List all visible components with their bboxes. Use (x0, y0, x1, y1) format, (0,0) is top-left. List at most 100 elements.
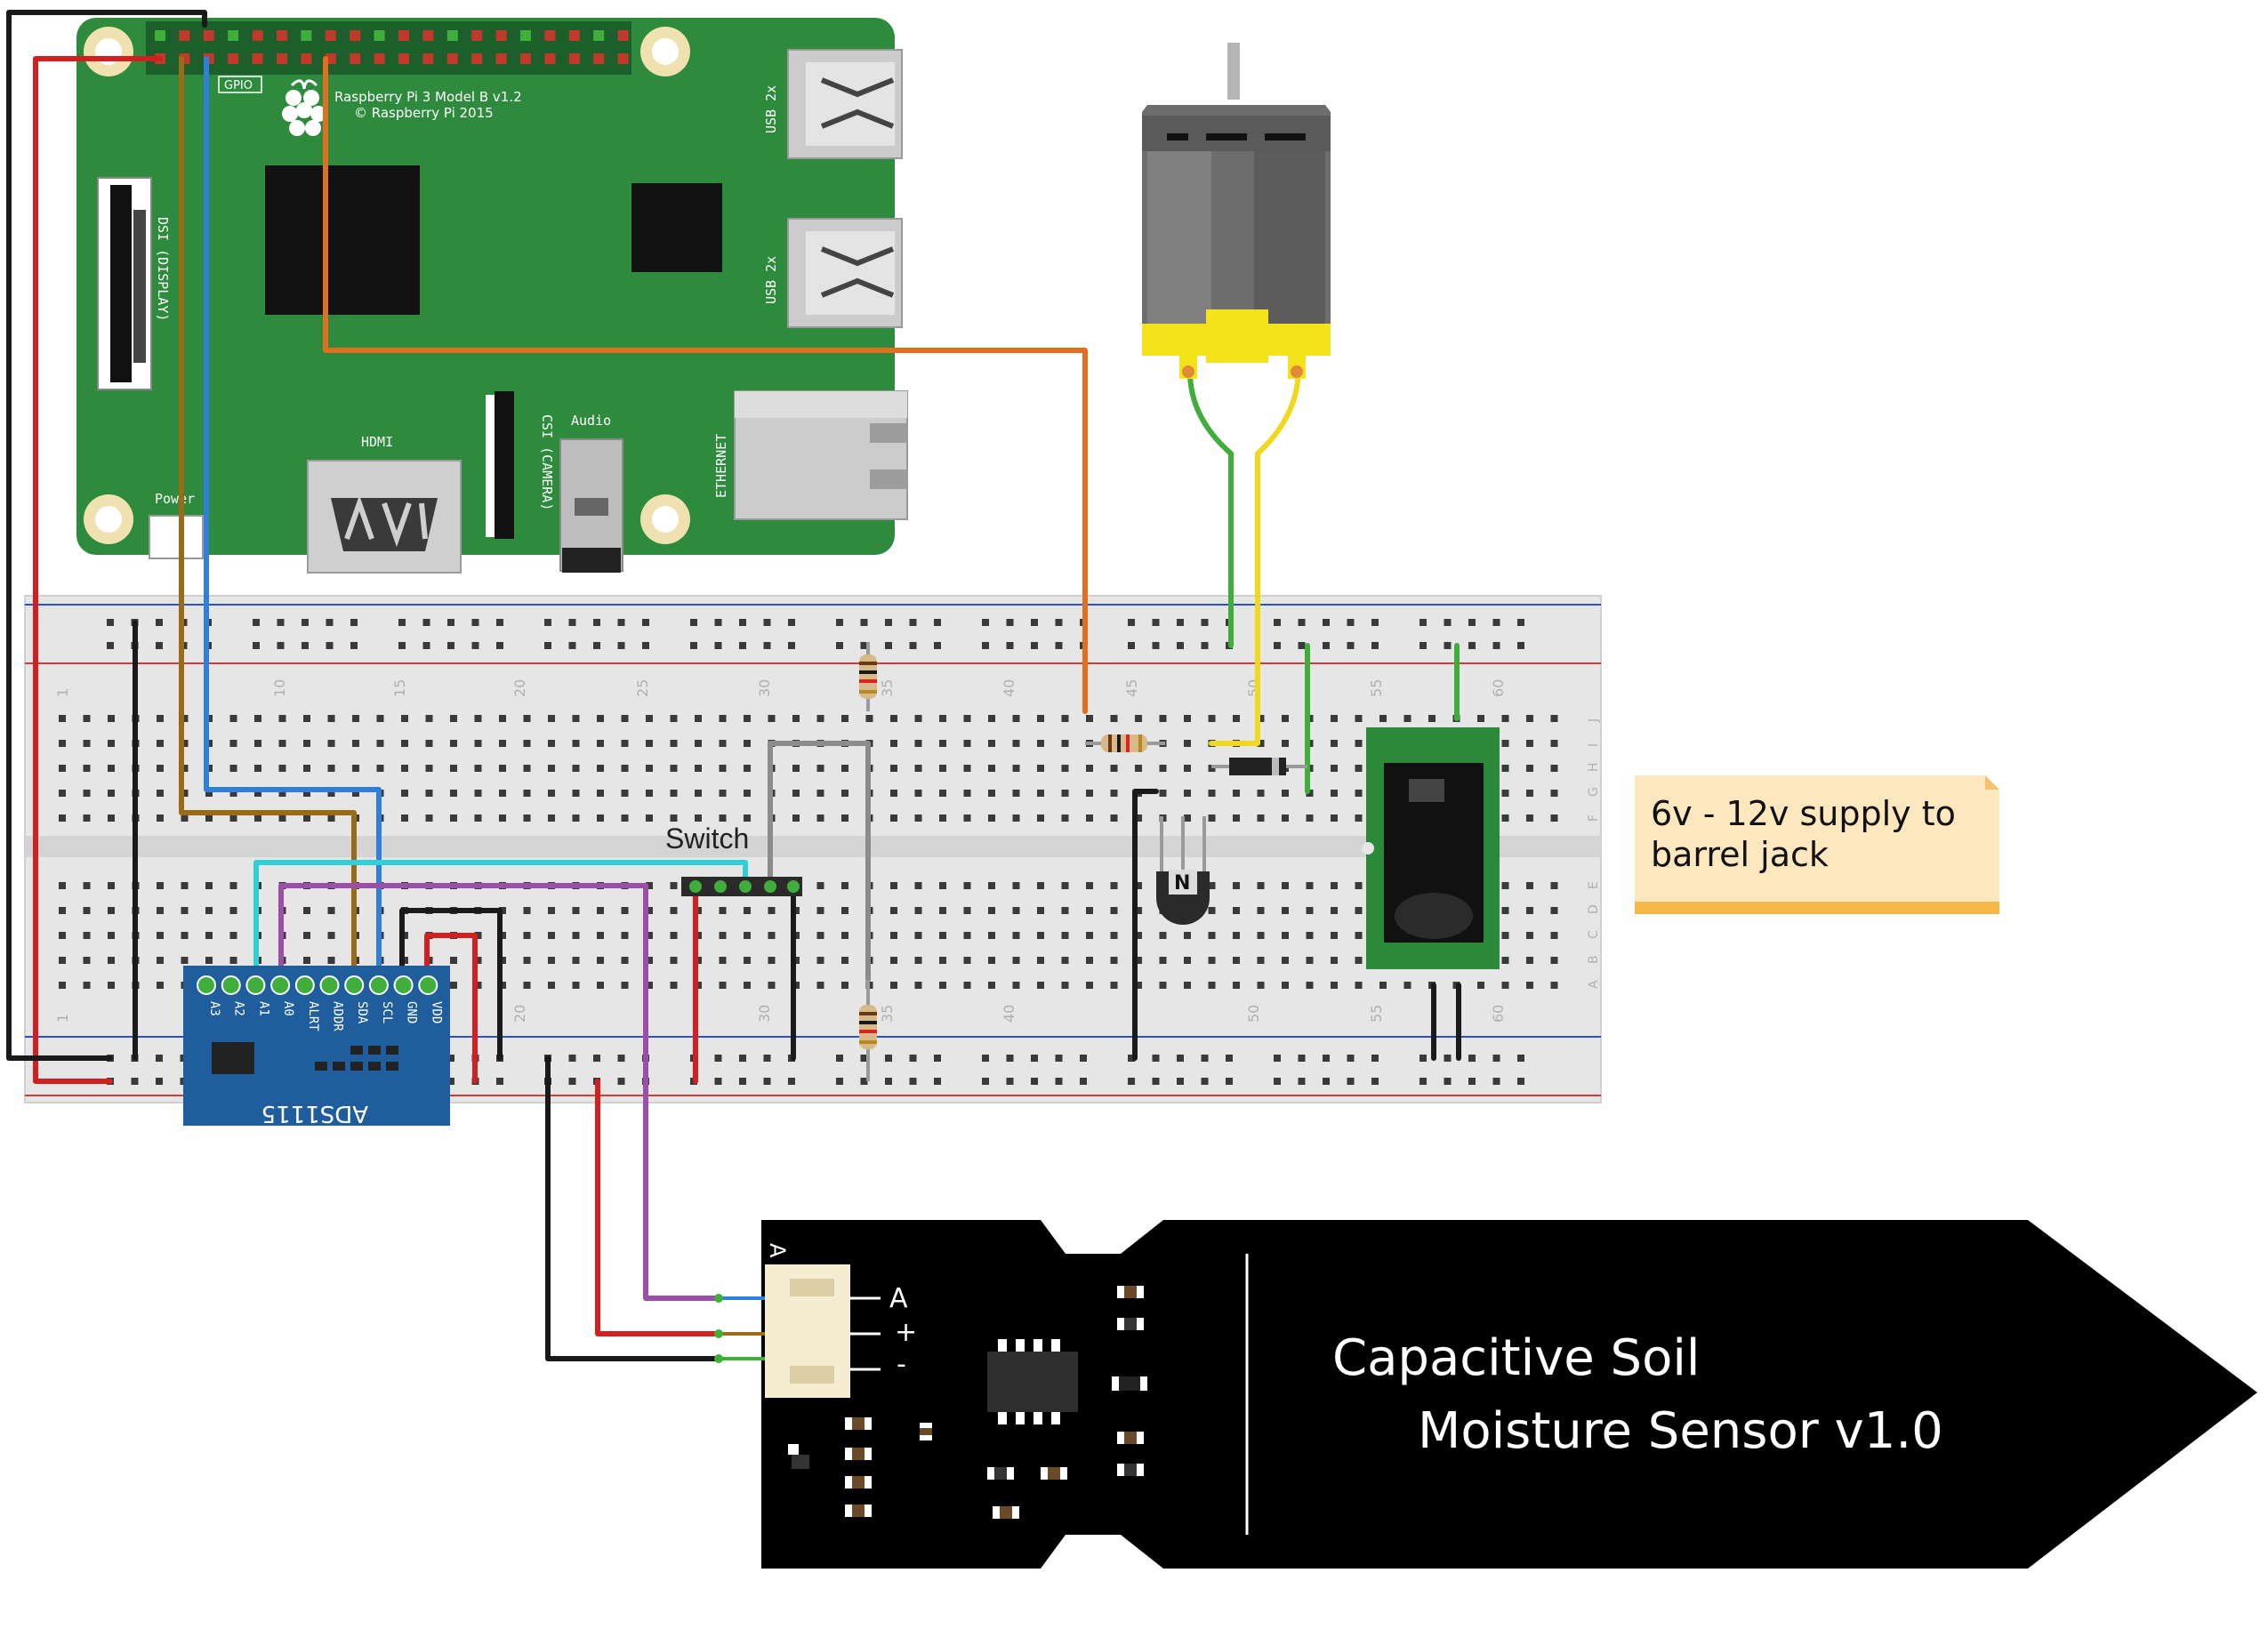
adc-pin-label-a3: A3 (207, 1001, 221, 1016)
adc-pin-label-scl: SCL (380, 1001, 394, 1023)
col-num-35: 35 (879, 679, 896, 697)
dsi-label: DSI (DISPLAY) (155, 217, 171, 321)
row-letter-j: J (1587, 718, 1601, 723)
sensor-pcb (761, 1220, 2257, 1569)
wire-brown-sda (179, 56, 357, 988)
row-letter-i: I (1587, 743, 1601, 747)
row-letter-b: B (1587, 955, 1601, 964)
power-label: Power (155, 491, 195, 507)
raspberry-logo-icon (282, 79, 326, 136)
usb-port-top (787, 49, 903, 159)
note-body (1635, 775, 1999, 914)
sensor-title-line1: Capacitive Soil (1332, 1329, 1700, 1387)
adc-pin-label-alrt: ALRT (306, 1001, 320, 1031)
lan-chip (631, 183, 722, 272)
breadboard-center-channel (25, 836, 1601, 857)
motor-shaft (1227, 43, 1240, 100)
col-num-1: 1 (54, 688, 71, 697)
col-num-b-40: 40 (1001, 1005, 1017, 1023)
wire-black-transistor (1132, 789, 1159, 1061)
pi-copyright-label: © Raspberry Pi 2015 (354, 105, 494, 121)
adc-pin-label-sda: SDA (355, 1001, 369, 1024)
col-num-b-50: 50 (1245, 1005, 1262, 1023)
sensor-ic (987, 1352, 1078, 1412)
column-numbers-bottom: 1 20 30 35 40 50 55 60 (54, 1005, 1507, 1023)
adc-pin-alrt (294, 975, 315, 995)
csi-label: CSI (CAMERA) (539, 414, 555, 510)
usb-bottom-label: USB 2x (763, 256, 779, 304)
soc-chip (265, 165, 420, 315)
sensor-pin-a-label: A (889, 1283, 908, 1314)
adc-pin-scl (368, 975, 389, 995)
row-letter-g: G (1587, 787, 1601, 797)
adc-pin-label-a2: A2 (232, 1001, 246, 1016)
csi-connector (495, 391, 514, 539)
ethernet-label: ETHERNET (713, 434, 729, 498)
col-num-20: 20 (511, 679, 528, 697)
wire-gray-switch (768, 741, 871, 887)
soil-moisture-sensor: A A + - (714, 1220, 2257, 1569)
usb-top-label: USB 2x (763, 85, 779, 133)
adc-pin-vdd (418, 975, 438, 995)
note-line2: barrel jack (1651, 835, 1829, 874)
wire-red-sensor (595, 1079, 721, 1336)
adc-pin-label-a1: A1 (256, 1001, 270, 1016)
raspberry-pi-board: GPIO Raspberry Pi 3 Model B v1.2 © Raspb… (76, 18, 908, 574)
sticky-note: 6v - 12v supply to barrel jack (1635, 775, 1999, 914)
sensor-title-line2: Moisture Sensor v1.0 (1418, 1402, 1943, 1460)
switch: Switch (665, 822, 802, 896)
col-num-60: 60 (1490, 679, 1507, 697)
wire-black-sensor (545, 1055, 721, 1361)
col-num-b-1: 1 (54, 1014, 71, 1023)
adc-pin-a0 (270, 975, 291, 995)
sensor-smd-parts (788, 1286, 1147, 1519)
power-connector (149, 515, 204, 559)
ethernet-port (734, 390, 908, 520)
transistor-label: N (1174, 872, 1190, 895)
col-num-b-30: 30 (756, 1005, 773, 1023)
col-num-55: 55 (1368, 679, 1385, 697)
col-num-b-35: 35 (879, 1005, 896, 1023)
adc-pin-label-a0: A0 (281, 1001, 295, 1016)
adc-pin-label-addr: ADDR (331, 1001, 345, 1031)
col-num-b-55: 55 (1368, 1005, 1385, 1023)
note-line1: 6v - 12v supply to (1651, 794, 1956, 833)
row-letter-a: A (1587, 980, 1601, 989)
col-num-10: 10 (271, 679, 288, 697)
diode (1211, 758, 1307, 775)
pi-pcb (76, 18, 895, 555)
adc-pin-a3 (197, 975, 216, 995)
wire-red-5v (33, 56, 163, 1084)
sensor-connector-letter: A (765, 1243, 790, 1258)
col-num-25: 25 (634, 679, 651, 697)
col-num-b-60: 60 (1490, 1005, 1507, 1023)
col-num-45: 45 (1123, 679, 1140, 697)
adc-pin-sda (344, 975, 365, 995)
sensor-pin-minus-label: - (897, 1349, 906, 1380)
row-letter-f: F (1587, 814, 1601, 822)
adc-pin-gnd (393, 975, 414, 995)
resistor-top (859, 642, 877, 711)
adc-pin-a1 (245, 975, 266, 995)
wire-orange-gpio (323, 56, 1088, 714)
resistor-bottom (859, 980, 877, 1081)
gpio-pins (155, 30, 629, 64)
adc-pin-addr (319, 975, 340, 995)
ads1115-chip (212, 1042, 254, 1074)
adc-pin-label-gnd: GND (405, 1001, 419, 1023)
column-numbers-top: 1 10 15 20 25 30 35 40 45 50 55 60 (54, 679, 1507, 697)
row-letter-d: D (1587, 904, 1601, 914)
col-num-30: 30 (756, 679, 773, 697)
wire-black-gnd (6, 10, 207, 1061)
switch-label: Switch (665, 822, 749, 855)
col-num-15: 15 (391, 679, 408, 697)
barrel-jack (1362, 727, 1500, 969)
wires (6, 10, 1461, 1361)
col-num-b-20: 20 (511, 1005, 528, 1023)
wire-cyan-a1 (253, 860, 748, 988)
wire-green-motor (1187, 369, 1234, 648)
wire-black-adc-gnd (399, 908, 503, 1061)
